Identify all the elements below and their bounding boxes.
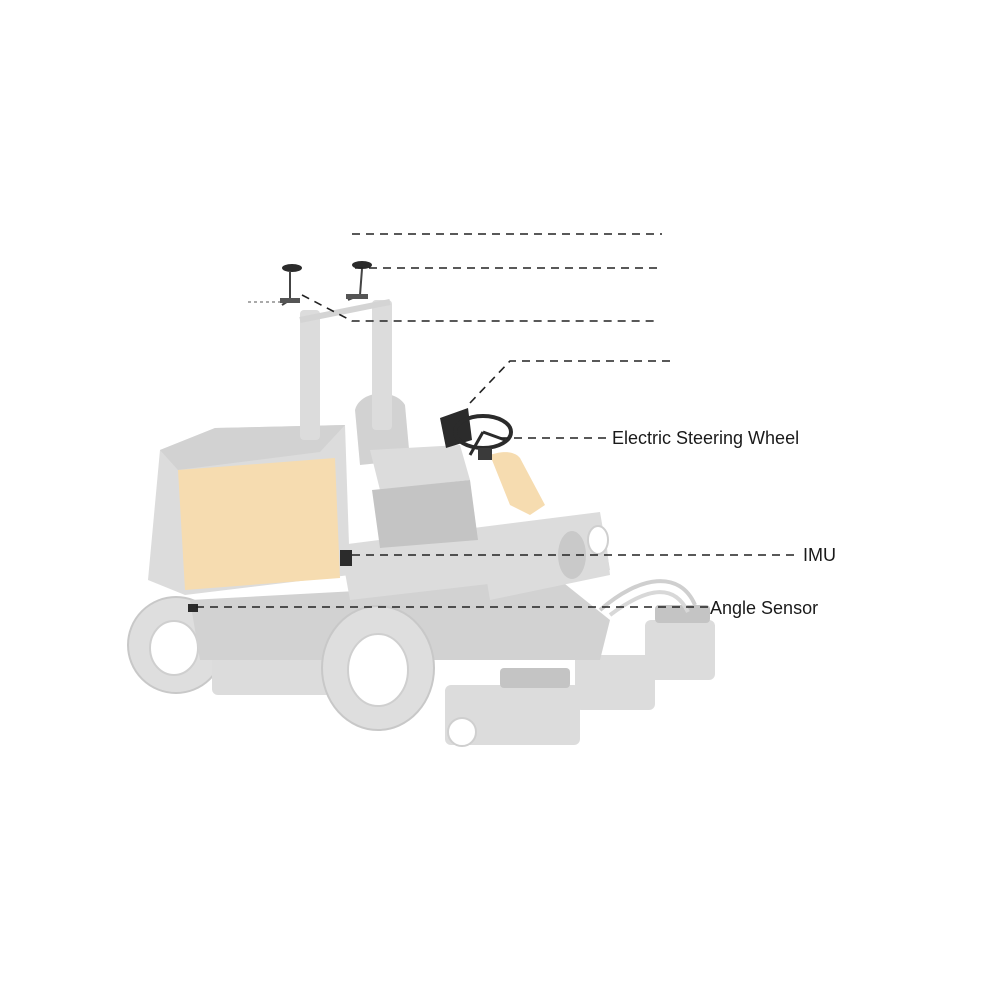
label-angle-sensor: Angle Sensor <box>710 598 819 618</box>
angle-sensor-unit <box>188 604 198 612</box>
front-wheel <box>321 605 435 731</box>
label-electric-steering-wheel: Electric Steering Wheel <box>612 428 800 448</box>
reel-cutting-units <box>212 579 715 747</box>
callout-leaders <box>196 233 795 608</box>
label-imu: IMU <box>803 545 836 565</box>
highlight-panel <box>178 458 340 590</box>
steering-wheel-assembly <box>440 408 513 460</box>
imu-unit <box>340 550 352 566</box>
gnss-antenna-left <box>280 264 302 306</box>
steering-column <box>490 452 545 515</box>
gnss-antenna-right <box>346 261 372 301</box>
antenna-mast <box>299 299 392 440</box>
operator-seat <box>355 393 478 548</box>
hood <box>148 425 350 595</box>
